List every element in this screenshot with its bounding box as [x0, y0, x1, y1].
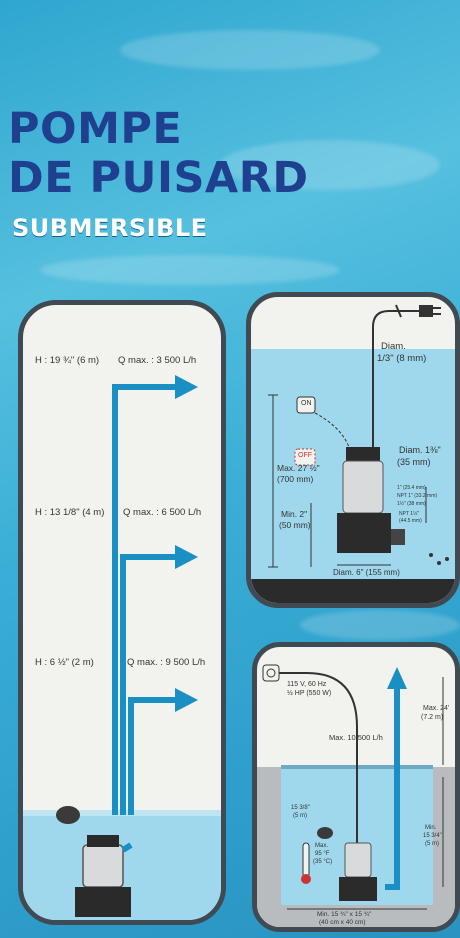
- water-ripple: [40, 255, 340, 285]
- flow-label-9500: Q max. : 9 500 L/h: [127, 657, 206, 668]
- title-line-2: DE PUISARD: [8, 153, 309, 203]
- max-height-label: Max. 27 ½": [277, 463, 320, 473]
- temp-label-2: 95 °F: [315, 851, 330, 857]
- outlet-diam-mm-label: (35 mm): [397, 457, 431, 467]
- pit-depth-label-3: (5 m): [425, 841, 439, 847]
- pit-size-label-1: Min. 15 ¾" x 15 ¾": [317, 911, 372, 918]
- max-flow-label: Max. 10 500 L/h: [329, 733, 383, 742]
- water-level-label-1: 15 3/8": [291, 805, 310, 811]
- power-label-2: ½ HP (550 W): [287, 690, 332, 697]
- pit-depth-label-2: 15 3/4": [423, 833, 442, 839]
- min-height-label: Min. 2": [281, 509, 308, 519]
- fitting-label-5: (44.5 mm): [399, 518, 422, 524]
- head-label-4m: H : 13 1/8" (4 m): [35, 507, 105, 518]
- max-lift-label: Max. 24': [423, 705, 450, 712]
- float-on-label: ON: [301, 400, 312, 407]
- water-ripple: [220, 140, 440, 190]
- max-height-mm-label: (700 mm): [277, 474, 314, 484]
- max-lift-m-label: (7.2 m): [421, 714, 444, 721]
- dimensions-diagram: [251, 304, 455, 603]
- head-label-2m: H : 6 ½" (2 m): [35, 657, 94, 668]
- cord-diam-label: Diam.: [381, 341, 406, 352]
- water-level-label-2: (5 m): [293, 813, 307, 819]
- pit-size-label-2: (40 cm x 40 cm): [319, 919, 366, 926]
- fitting-label-3: 1½" (38 mm): [397, 501, 426, 507]
- fitting-label-1: 1" (25.4 mm): [397, 485, 426, 491]
- installation-panel: 115 V, 60 Hz ½ HP (550 W) Max. 10 500 L/…: [252, 642, 460, 932]
- cord-size-label: 1/3" (8 mm): [377, 353, 427, 364]
- pit-depth-label-1: Min.: [425, 825, 437, 831]
- fitting-label-4: NPT 1½": [399, 511, 420, 517]
- flow-label-6500: Q max. : 6 500 L/h: [123, 507, 202, 518]
- float-off-label: OFF: [298, 452, 312, 459]
- title-line-1: POMPE: [8, 104, 183, 154]
- temp-label-1: Max.: [315, 843, 329, 849]
- power-label-1: 115 V, 60 Hz: [287, 681, 327, 688]
- water-ripple: [300, 610, 460, 640]
- outlet-diam-label: Diam. 1⅜": [399, 445, 441, 455]
- dimensions-panel: Diam. 1/3" (8 mm) ON OFF Max. 27 ½" (700…: [246, 292, 460, 608]
- title-line-3: SUBMERSIBLE: [12, 214, 208, 242]
- head-label-6m: H : 19 ¾" (6 m): [35, 355, 100, 366]
- temp-label-3: (35 °C): [313, 859, 333, 865]
- flow-label-3500: Q max. : 3 500 L/h: [118, 355, 197, 366]
- water-ripple: [120, 30, 380, 70]
- fitting-label-2: NPT 1" (33.2 mm): [397, 493, 438, 499]
- head-flow-panel: H : 19 ¾" (6 m) Q max. : 3 500 L/h H : 1…: [18, 300, 226, 925]
- min-height-mm-label: (50 mm): [279, 520, 311, 530]
- base-diam-label: Diam. 6" (155 mm): [333, 568, 400, 577]
- head-flow-diagram: [23, 375, 221, 920]
- installation-diagram: [257, 664, 455, 927]
